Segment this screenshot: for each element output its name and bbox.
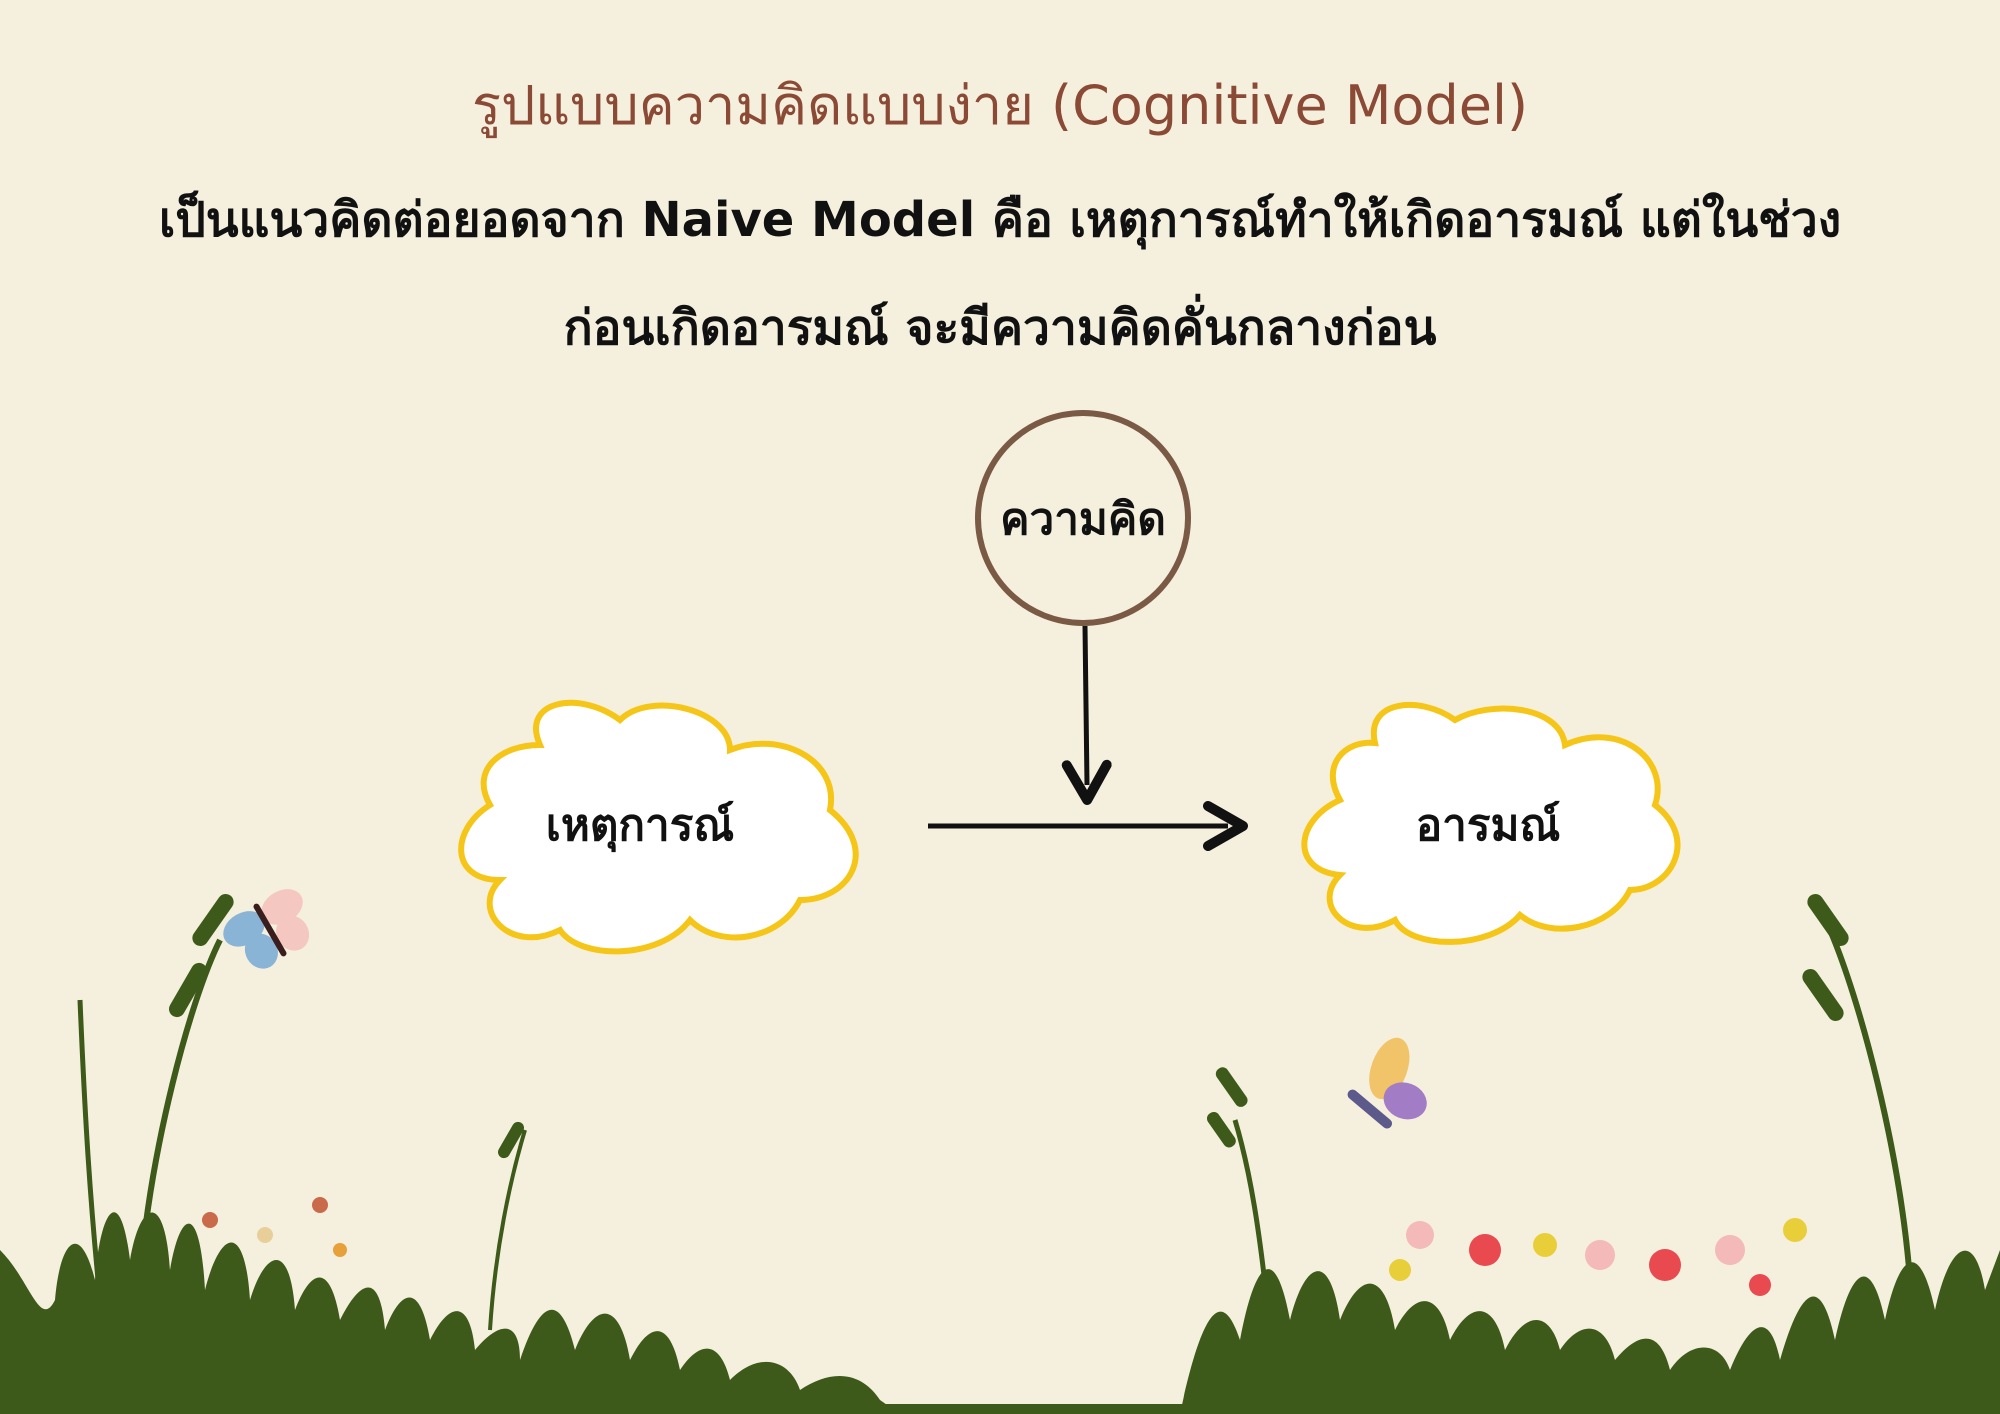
emotion-cloud xyxy=(1301,701,1681,945)
page-title: รูปแบบความคิดแบบง่าย (Cognitive Model) xyxy=(471,74,1529,137)
emotion-node: อารมณ์ xyxy=(1301,701,1681,945)
event-node: เหตุการณ์ xyxy=(458,699,859,955)
subtitle-line-2: ก่อนเกิดอารมณ์ จะมีความคิดคั่นกลางก่อน xyxy=(563,300,1437,356)
thought-label: ความคิด xyxy=(1000,494,1166,545)
thought-circle xyxy=(975,410,1191,626)
event-label: เหตุการณ์ xyxy=(546,800,734,853)
butterfly-left-icon xyxy=(223,889,310,969)
emotion-label: อารมณ์ xyxy=(1416,800,1561,851)
flower-decoration xyxy=(202,1197,1807,1296)
thought-node: ความคิด xyxy=(975,410,1191,626)
thought-arrow xyxy=(1061,625,1112,805)
grass-decoration xyxy=(0,893,2000,1414)
subtitle-line-1: เป็นแนวคิดต่อยอดจาก Naive Model คือ เหตุ… xyxy=(158,192,1842,248)
butterfly-right-icon xyxy=(1347,1037,1427,1129)
event-cloud xyxy=(458,699,859,955)
